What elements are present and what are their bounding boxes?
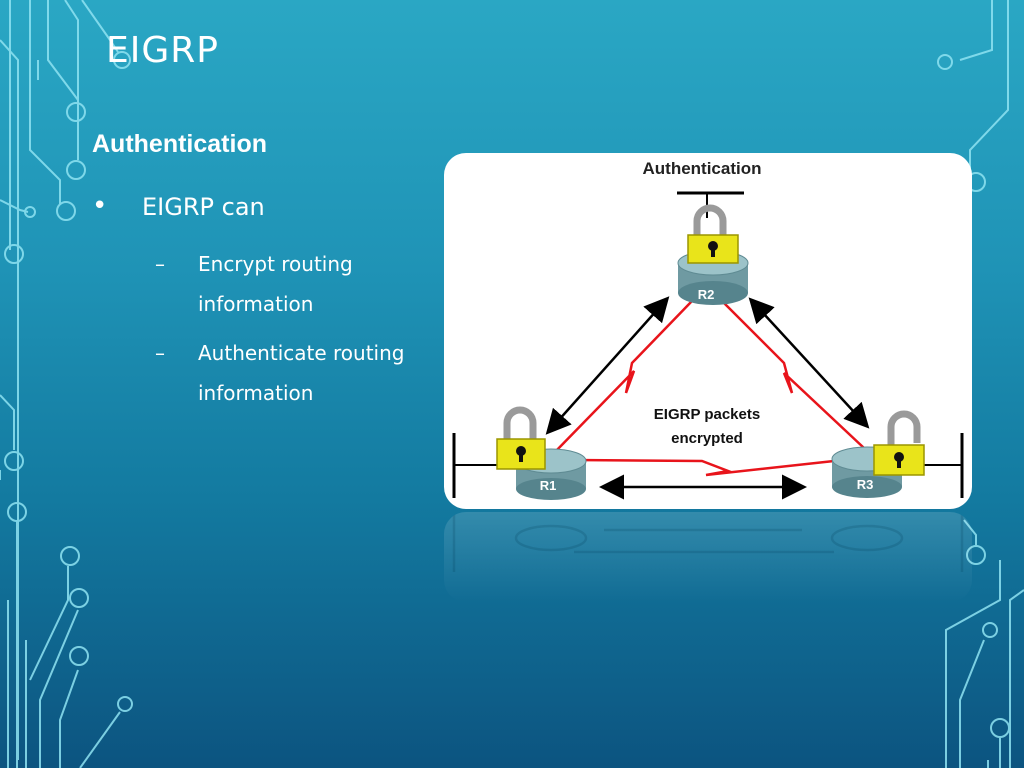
lock-icon <box>687 204 739 264</box>
sub-bullet-marker: – <box>155 341 165 365</box>
bullet-text: EIGRP can <box>142 193 265 221</box>
router-label-r1: R1 <box>540 478 557 493</box>
sub-bullet-text: Authenticate routing information <box>198 341 405 405</box>
center-label-line2: encrypted <box>671 430 743 447</box>
bullet-marker: • <box>92 191 108 221</box>
arrow-r2-r3 <box>748 297 870 429</box>
center-label-line1: EIGRP packets <box>654 406 760 423</box>
section-heading: Authentication <box>92 130 267 158</box>
link-r1-r3 <box>573 458 835 477</box>
slide-title: EIGRP <box>106 30 219 71</box>
sub-bullet-text: Encrypt routing information <box>198 252 353 316</box>
reflection-canvas <box>452 512 964 572</box>
router-label-r2: R2 <box>698 287 715 302</box>
figure-reflection <box>444 512 972 602</box>
arrow-r1-r2 <box>545 296 670 435</box>
diagram-canvas: Authentication EIGRP packets encrypted R… <box>452 159 964 500</box>
authentication-diagram: Authentication EIGRP packets encrypted R… <box>444 153 972 509</box>
link-r2-r3 <box>721 300 865 449</box>
sub-bullet-marker: – <box>155 252 165 276</box>
lock-icon <box>873 410 925 476</box>
router-label-r3: R3 <box>857 477 874 492</box>
lock-icon <box>496 406 546 470</box>
diagram-title: Authentication <box>643 159 762 178</box>
